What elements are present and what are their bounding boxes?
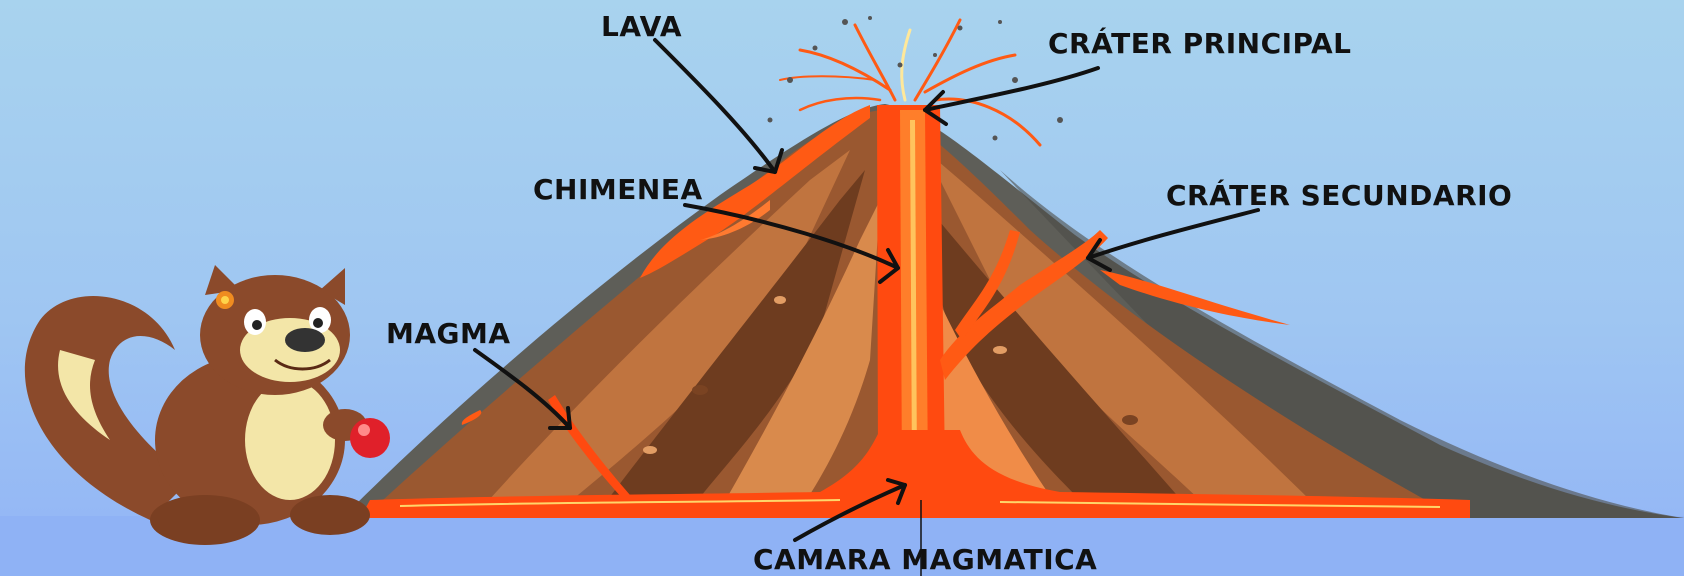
label-chimenea: CHIMENEA — [533, 176, 703, 204]
label-camara-magmatica: CAMARA MAGMATICA — [753, 546, 1097, 574]
label-crater-principal: CRÁTER PRINCIPAL — [1048, 30, 1352, 58]
label-crater-secundario: CRÁTER SECUNDARIO — [1166, 182, 1512, 210]
squirrel-mascot-icon — [25, 265, 390, 545]
arrow-crater-principal — [925, 68, 1098, 110]
arrow-crater-secundario — [1088, 210, 1258, 258]
label-lava: LAVA — [601, 13, 682, 41]
label-magma: MAGMA — [386, 320, 511, 348]
arrow-lava — [655, 40, 775, 172]
